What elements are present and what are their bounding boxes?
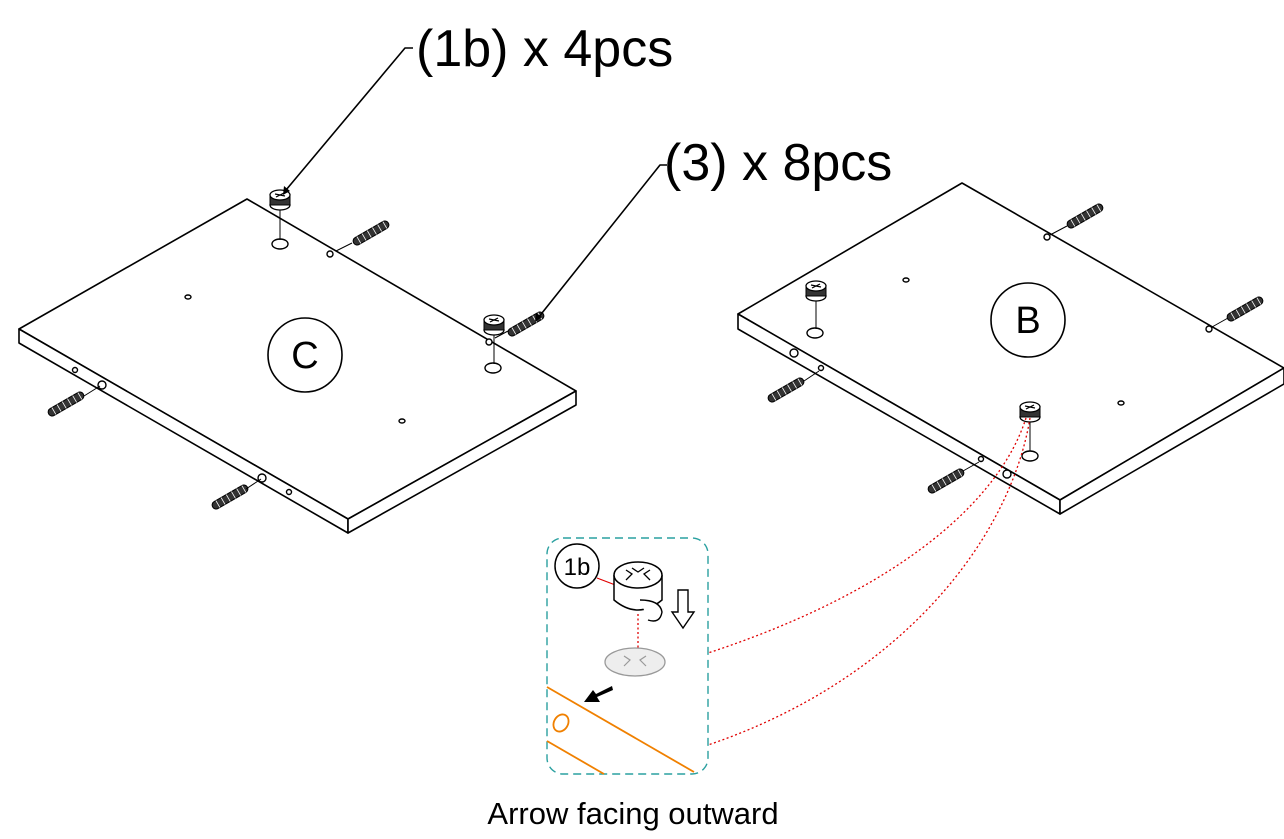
detail-edge-hole xyxy=(552,713,570,733)
dowel-leader xyxy=(537,164,667,319)
down-arrow-icon xyxy=(670,589,696,630)
outward-arrow-icon xyxy=(584,686,613,702)
detail-caption: Arrow facing outward xyxy=(487,796,778,831)
panel-c-label: C xyxy=(291,335,318,377)
detail-inset: 1b xyxy=(546,537,709,775)
panel-c: C xyxy=(18,189,577,534)
dowel-quantity: (3) x 8pcs xyxy=(664,134,892,192)
cam-lock-leader xyxy=(285,47,413,191)
detail-part-id: 1b xyxy=(564,554,591,581)
cam-lock-quantity: (1b) x 4pcs xyxy=(416,20,673,78)
panel-b-label: B xyxy=(1015,300,1040,342)
cam-lock-large xyxy=(613,561,663,622)
detail-frame xyxy=(546,537,709,775)
panel-b: B xyxy=(737,182,1284,515)
detail-guide-line-top xyxy=(707,417,1027,654)
